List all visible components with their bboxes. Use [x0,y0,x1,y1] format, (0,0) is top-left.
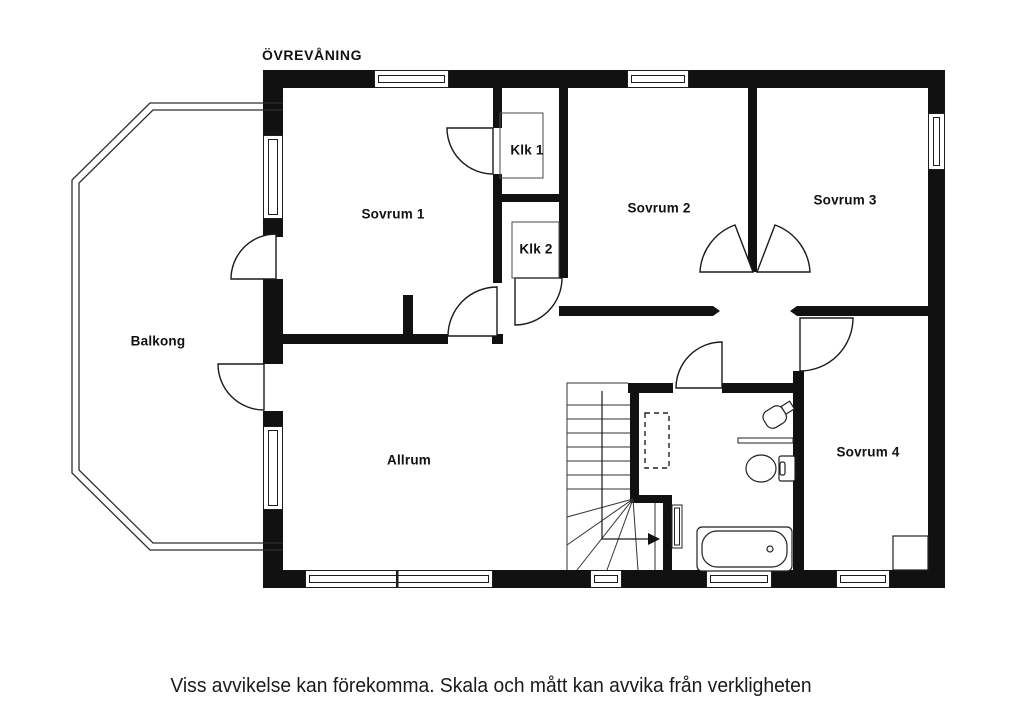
window [263,426,283,510]
plan-title: ÖVREVÅNING [262,47,363,63]
room-label-sovrum-3: Sovrum 3 [813,192,877,208]
room-label-klk-1: Klk 1 [510,142,544,158]
wall [263,219,283,237]
window [263,135,283,219]
door-arc [217,127,854,411]
wall [928,70,945,113]
wall [492,334,503,344]
wall [722,383,797,393]
wall [403,295,413,334]
wall [622,570,706,588]
stairs [566,382,656,571]
wardrobe [499,112,544,179]
wall [559,306,713,316]
balcony-railing [71,102,283,551]
room-label-sovrum-1: Sovrum 1 [361,206,425,222]
wall [559,87,568,278]
wall [928,170,945,588]
wall [793,371,804,571]
wall [628,383,673,393]
wall [449,70,627,88]
washer-space [644,412,670,469]
wall [630,393,639,495]
wall [493,202,502,283]
wall [283,334,448,344]
window [836,570,890,588]
room-label-balkong: Balkong [130,333,186,349]
wall [748,87,757,272]
disclaimer-text: Viss avvikelse kan förekomma. Skala och … [170,674,812,697]
wall [493,87,502,128]
wall [263,70,374,88]
wall [263,411,283,426]
wall [493,194,567,202]
window [928,113,945,170]
wardrobe [511,221,560,279]
wall-tip [713,306,797,316]
wall [263,279,283,364]
window [590,570,622,588]
room-label-sovrum-4: Sovrum 4 [836,444,900,460]
wall [630,495,672,503]
room-label-sovrum-2: Sovrum 2 [627,200,691,216]
window [627,70,689,88]
wall [663,503,672,571]
room-label-allrum: Allrum [387,452,431,468]
wall [797,306,928,316]
wall [689,70,945,88]
towel-rail [737,437,794,444]
wall [493,174,502,202]
sink [762,400,796,429]
room-label-klk-2: Klk 2 [519,241,553,257]
bathtub [696,526,793,572]
wall [263,510,283,588]
radiator [671,504,683,549]
stairs-direction-arrow [601,391,660,545]
window-post [396,571,399,587]
window [374,70,449,88]
wall [772,570,836,588]
wall [890,570,945,588]
window [305,570,493,588]
wall [493,570,590,588]
closet [892,535,929,571]
toilet [745,454,796,483]
